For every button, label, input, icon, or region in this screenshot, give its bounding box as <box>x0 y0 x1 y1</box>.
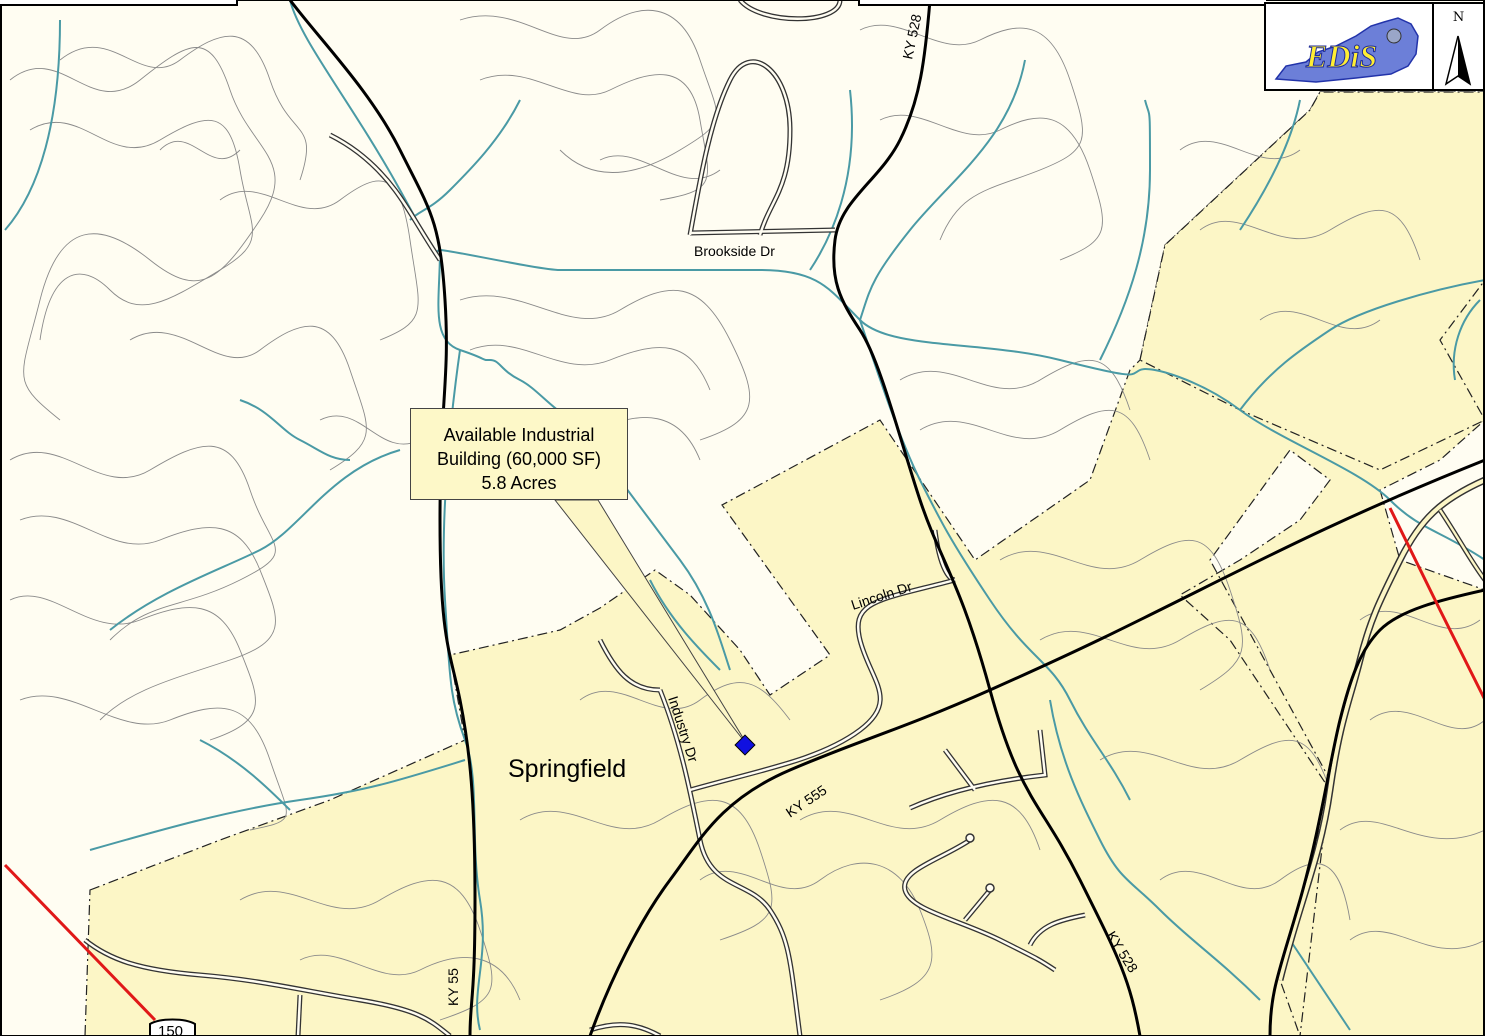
site-marker[interactable] <box>734 734 756 756</box>
ky-528-top-label: KY 528 <box>899 12 924 60</box>
east-highway <box>1268 588 1485 1036</box>
top-left-frame <box>0 0 238 6</box>
top-right-frame <box>858 0 1266 6</box>
rail-line <box>1276 476 1485 981</box>
us-150-label: 150 <box>158 1023 183 1036</box>
site-callout: Available Industrial Building (60,000 SF… <box>410 408 628 500</box>
callout-leader <box>553 499 749 747</box>
callout-line-2: Building (60,000 SF) <box>436 449 602 469</box>
kentucky-state-icon <box>1274 17 1419 83</box>
ky-55-label: KY 55 <box>445 968 461 1006</box>
north-arrow-box: N <box>1434 2 1485 91</box>
edis-logo: EDiS <box>1264 2 1434 91</box>
county-line <box>3 507 1485 1022</box>
callout-line-1: Available Industrial <box>443 425 595 445</box>
highways <box>288 0 1485 1036</box>
city-area-north <box>1139 91 1485 471</box>
north-letter: N <box>1452 10 1465 25</box>
brookside-dr-label: Brookside Dr <box>694 243 775 259</box>
local-roads <box>83 0 1086 1036</box>
north-arrow-icon <box>1444 35 1472 86</box>
callout-line-3: 5.8 Acres <box>481 473 557 493</box>
springfield-label: Springfield <box>508 755 626 783</box>
ky-528-route <box>832 0 1142 1036</box>
ky-555-route <box>588 458 1485 1036</box>
contour-lines <box>9 9 1485 1021</box>
us-150-shield: 150 <box>149 1018 196 1036</box>
edis-logo-text: EDiS <box>1305 38 1378 75</box>
city-limits <box>84 91 1485 1036</box>
ky-55-route <box>288 0 477 1036</box>
